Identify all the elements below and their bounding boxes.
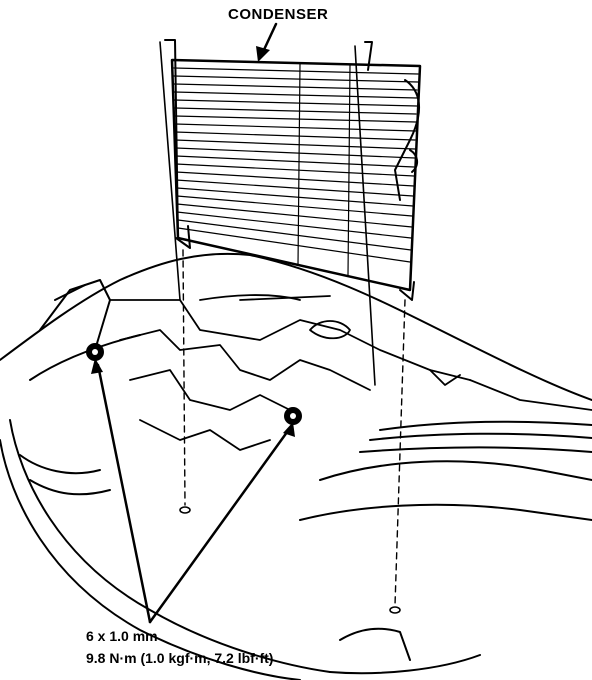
vehicle-front-body xyxy=(0,252,592,680)
bolt-left xyxy=(86,343,104,361)
condenser-fins xyxy=(173,63,419,276)
bolt-size-label: 6 x 1.0 mm xyxy=(86,628,158,644)
arrowheads xyxy=(91,46,295,437)
torque-spec-label: 9.8 N·m (1.0 kgf·m, 7.2 lbf·ft) xyxy=(86,650,274,666)
radiator-support xyxy=(109,294,592,451)
bolt-right xyxy=(284,407,302,425)
condenser-label: CONDENSER xyxy=(228,6,329,23)
mounting-guide-lines xyxy=(182,249,406,606)
mounting-points xyxy=(159,41,401,614)
bolt-callout-arrows xyxy=(96,363,292,624)
